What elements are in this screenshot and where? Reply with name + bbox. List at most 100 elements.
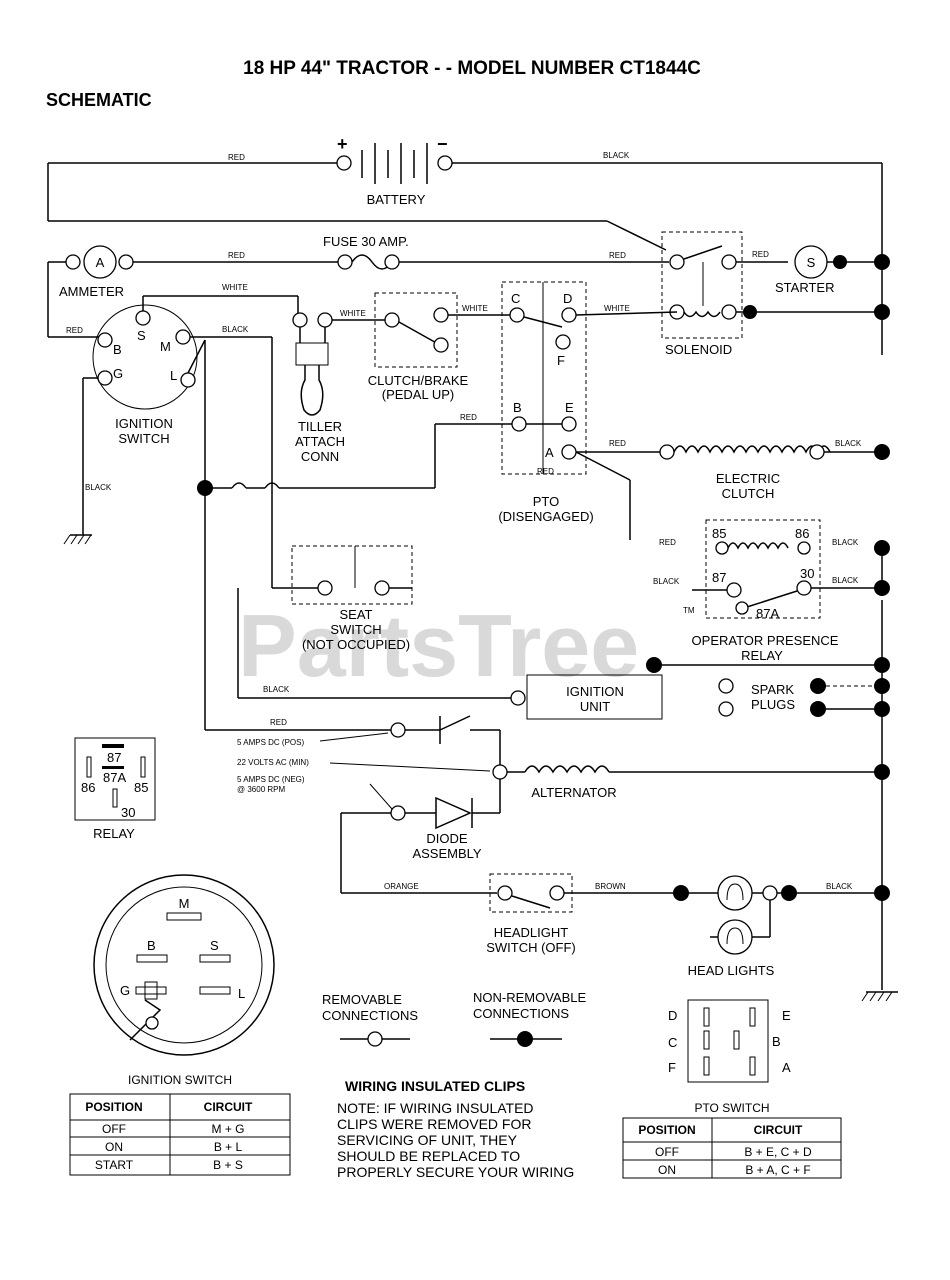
electric-clutch-label: CLUTCH	[722, 486, 775, 501]
table-cell: ON	[105, 1140, 123, 1154]
relay-box-30: 30	[121, 805, 135, 820]
electric-clutch-label: ELECTRIC	[716, 471, 780, 486]
connection-legend: REMOVABLE CONNECTIONS NON-REMOVABLE CONN…	[322, 990, 586, 1047]
removable-label: REMOVABLE	[322, 992, 402, 1007]
pto-term-d: D	[563, 291, 572, 306]
battery: + − BATTERY RED BLACK	[47, 134, 883, 355]
clutch-brake-switch: CLUTCH/BRAKE (PEDAL UP) WHITE	[368, 292, 510, 402]
wire-label-red: RED	[228, 153, 245, 162]
wire-label-red: RED	[609, 251, 626, 260]
page-title: 18 HP 44" TRACTOR - - MODEL NUMBER CT184…	[243, 58, 701, 79]
tiller-label: TILLER	[298, 419, 342, 434]
alt-neg-label: 5 AMPS DC (NEG)	[237, 775, 305, 784]
pto-plug-diagram: D E C B F A	[668, 999, 791, 1083]
clutch-brake-label: (PEDAL UP)	[382, 387, 454, 402]
tiller-label: CONN	[301, 449, 339, 464]
watermark: PartsTree	[238, 596, 639, 695]
table-cell: B + S	[213, 1158, 243, 1172]
plug-term-g: G	[120, 983, 130, 998]
seat-switch-label: SWITCH	[330, 622, 381, 637]
pto-switch-table: PTO SWITCH POSITION CIRCUIT OFF B + E, C…	[622, 1101, 842, 1179]
wire-label-red: RED	[228, 251, 245, 260]
diode-assembly: DIODE ASSEMBLY ORANGE	[340, 779, 501, 894]
ignition-unit-label: IGNITION	[566, 684, 624, 699]
ammeter-symbol: A	[96, 255, 105, 270]
headlight-switch-label: SWITCH (OFF)	[486, 940, 576, 955]
table-header: CIRCUIT	[754, 1123, 803, 1137]
alternator: RED ALTERNATOR 5 AMPS DC (POS) 22 VOLTS …	[205, 715, 890, 810]
diode-label: DIODE	[426, 831, 468, 846]
pto-plug-f: F	[668, 1060, 676, 1075]
pto-term-b: B	[513, 400, 522, 415]
relay-box-87: 87	[107, 750, 121, 765]
alt-neg-label: @ 3600 RPM	[237, 785, 285, 794]
ign-term-s: S	[137, 328, 146, 343]
note-line: PROPERLY SECURE YOUR WIRING	[337, 1164, 574, 1180]
solenoid-label: SOLENOID	[665, 342, 732, 357]
wire-label-orange: ORANGE	[384, 882, 419, 891]
pto-label: PTO	[533, 494, 560, 509]
wire-label-brown: BROWN	[595, 882, 626, 891]
seat-switch-label: (NOT OCCUPIED)	[302, 637, 410, 652]
pto-table-caption: PTO SWITCH	[694, 1101, 769, 1115]
head-lights-label: HEAD LIGHTS	[688, 963, 775, 978]
ignition-switch-label: IGNITION	[115, 416, 173, 431]
ignition-unit-label: UNIT	[580, 699, 610, 714]
pto-switch: C D F B E A PTO (DISENGAGED) WHITE RED R…	[292, 281, 678, 540]
table-cell: M + G	[211, 1122, 244, 1136]
wire-label-red: RED	[460, 413, 477, 422]
pto-term-a: A	[545, 445, 554, 460]
ign-term-m: M	[160, 339, 171, 354]
plug-term-l: L	[238, 986, 245, 1001]
ign-term-l: L	[170, 368, 177, 383]
wire-label-white: WHITE	[462, 304, 488, 313]
clutch-brake-label: CLUTCH/BRAKE	[368, 373, 469, 388]
table-cell: B + L	[214, 1140, 243, 1154]
starter-label: STARTER	[775, 280, 834, 295]
wire-label-red: RED	[270, 718, 287, 727]
crossover-wires	[205, 410, 292, 588]
table-cell: B + A, C + F	[745, 1163, 810, 1177]
relay-term-87: 87	[712, 570, 726, 585]
ignition-plug-diagram: M B S G L	[93, 874, 275, 1056]
head-lights: BLACK HEAD LIGHTS	[688, 875, 898, 1002]
section-heading: SCHEMATIC	[46, 90, 152, 110]
battery-positive: +	[337, 134, 348, 154]
pto-term-e: E	[565, 400, 574, 415]
spark-plugs-label: SPARK	[751, 682, 794, 697]
trademark: TM	[683, 606, 695, 615]
pto-label: (DISENGAGED)	[498, 509, 593, 524]
relay-term-86: 86	[795, 526, 809, 541]
pto-term-f: F	[557, 353, 565, 368]
ignition-switch: S B M G L IGNITION SWITCH BLACK WHITE BL…	[63, 283, 299, 730]
table-cell: B + E, C + D	[744, 1145, 812, 1159]
table-header: POSITION	[638, 1123, 695, 1137]
table-header: POSITION	[85, 1100, 142, 1114]
headlight-switch: HEADLIGHT SWITCH (OFF) BROWN	[486, 873, 715, 955]
seat-switch-label: SEAT	[340, 607, 373, 622]
pto-plug-d: D	[668, 1008, 677, 1023]
pto-plug-a: A	[782, 1060, 791, 1075]
headlight-switch-label: HEADLIGHT	[494, 925, 568, 940]
ignition-switch-table: IGNITION SWITCH POSITION CIRCUIT OFF M +…	[69, 1073, 291, 1176]
wire-label-black: BLACK	[263, 685, 290, 694]
pto-plug-c: C	[668, 1035, 677, 1050]
removable-label: CONNECTIONS	[322, 1008, 418, 1023]
pto-plug-e: E	[782, 1008, 791, 1023]
diode-label: ASSEMBLY	[412, 846, 481, 861]
wire-label-black: BLACK	[832, 576, 859, 585]
wire-label-black: BLACK	[826, 882, 853, 891]
ammeter-fuse-circuit: A AMMETER FUSE 30 AMP. RED RED RED	[47, 234, 669, 338]
pto-term-c: C	[511, 291, 520, 306]
battery-negative: −	[437, 134, 448, 154]
ignition-table-caption: IGNITION SWITCH	[128, 1073, 232, 1087]
relay-pinout: 87 87A 86 85 30 RELAY	[74, 737, 156, 841]
wire-label-black: BLACK	[653, 577, 680, 586]
fuse-label: FUSE 30 AMP.	[323, 234, 409, 249]
wire-label-red: RED	[752, 250, 769, 259]
note-line: SHOULD BE REPLACED TO	[337, 1148, 520, 1164]
tiller-attach-connector: TILLER ATTACH CONN WHITE	[292, 309, 388, 464]
ign-term-g: G	[113, 366, 123, 381]
wire-label-white: WHITE	[222, 283, 248, 292]
